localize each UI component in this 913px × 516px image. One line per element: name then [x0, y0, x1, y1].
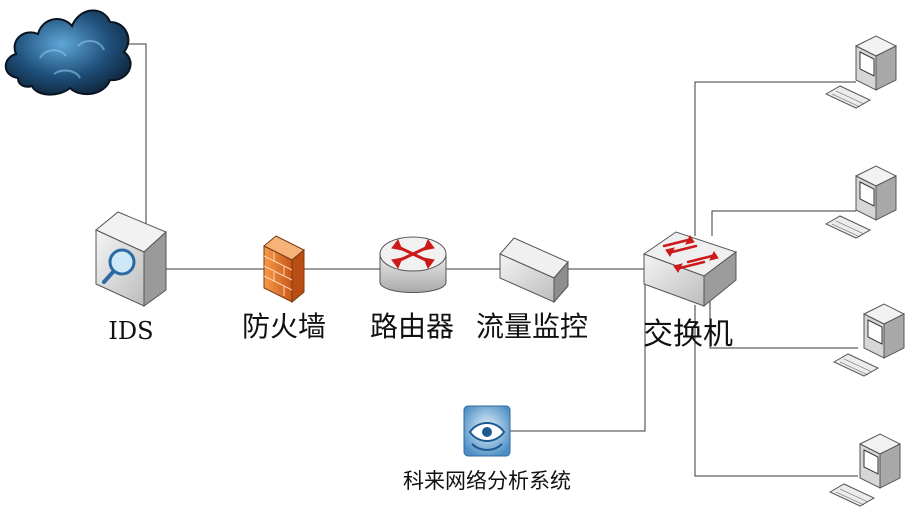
ids-label: IDS: [108, 317, 153, 345]
cloud-icon: [4, 9, 132, 96]
connection-lines: [118, 43, 858, 477]
line-switch-pc1: [694, 81, 856, 236]
router-label: 路由器: [370, 310, 454, 343]
line-switch-pc2: [711, 210, 856, 236]
line-switch-pc3: [709, 296, 858, 349]
traffic-monitor-label: 流量监控: [476, 310, 588, 343]
switch-label: 交换机: [643, 317, 733, 352]
switch-icon: [642, 231, 738, 308]
line-switch-analyzer: [510, 272, 646, 432]
monitor-appliance-icon: [499, 237, 569, 304]
pc-icon: [832, 303, 906, 377]
pc-icon: [824, 35, 898, 109]
router-icon: [379, 236, 447, 293]
ids-appliance-icon: [95, 211, 167, 307]
analyzer-logo-icon: [463, 405, 511, 457]
line-switch-pc4: [694, 305, 858, 477]
analyzer-label: 科来网络分析系统: [403, 469, 571, 493]
pc-icon: [824, 165, 898, 239]
firewall-icon: [263, 235, 305, 304]
pc-icon: [828, 433, 902, 507]
firewall-label: 防火墙: [242, 310, 326, 343]
